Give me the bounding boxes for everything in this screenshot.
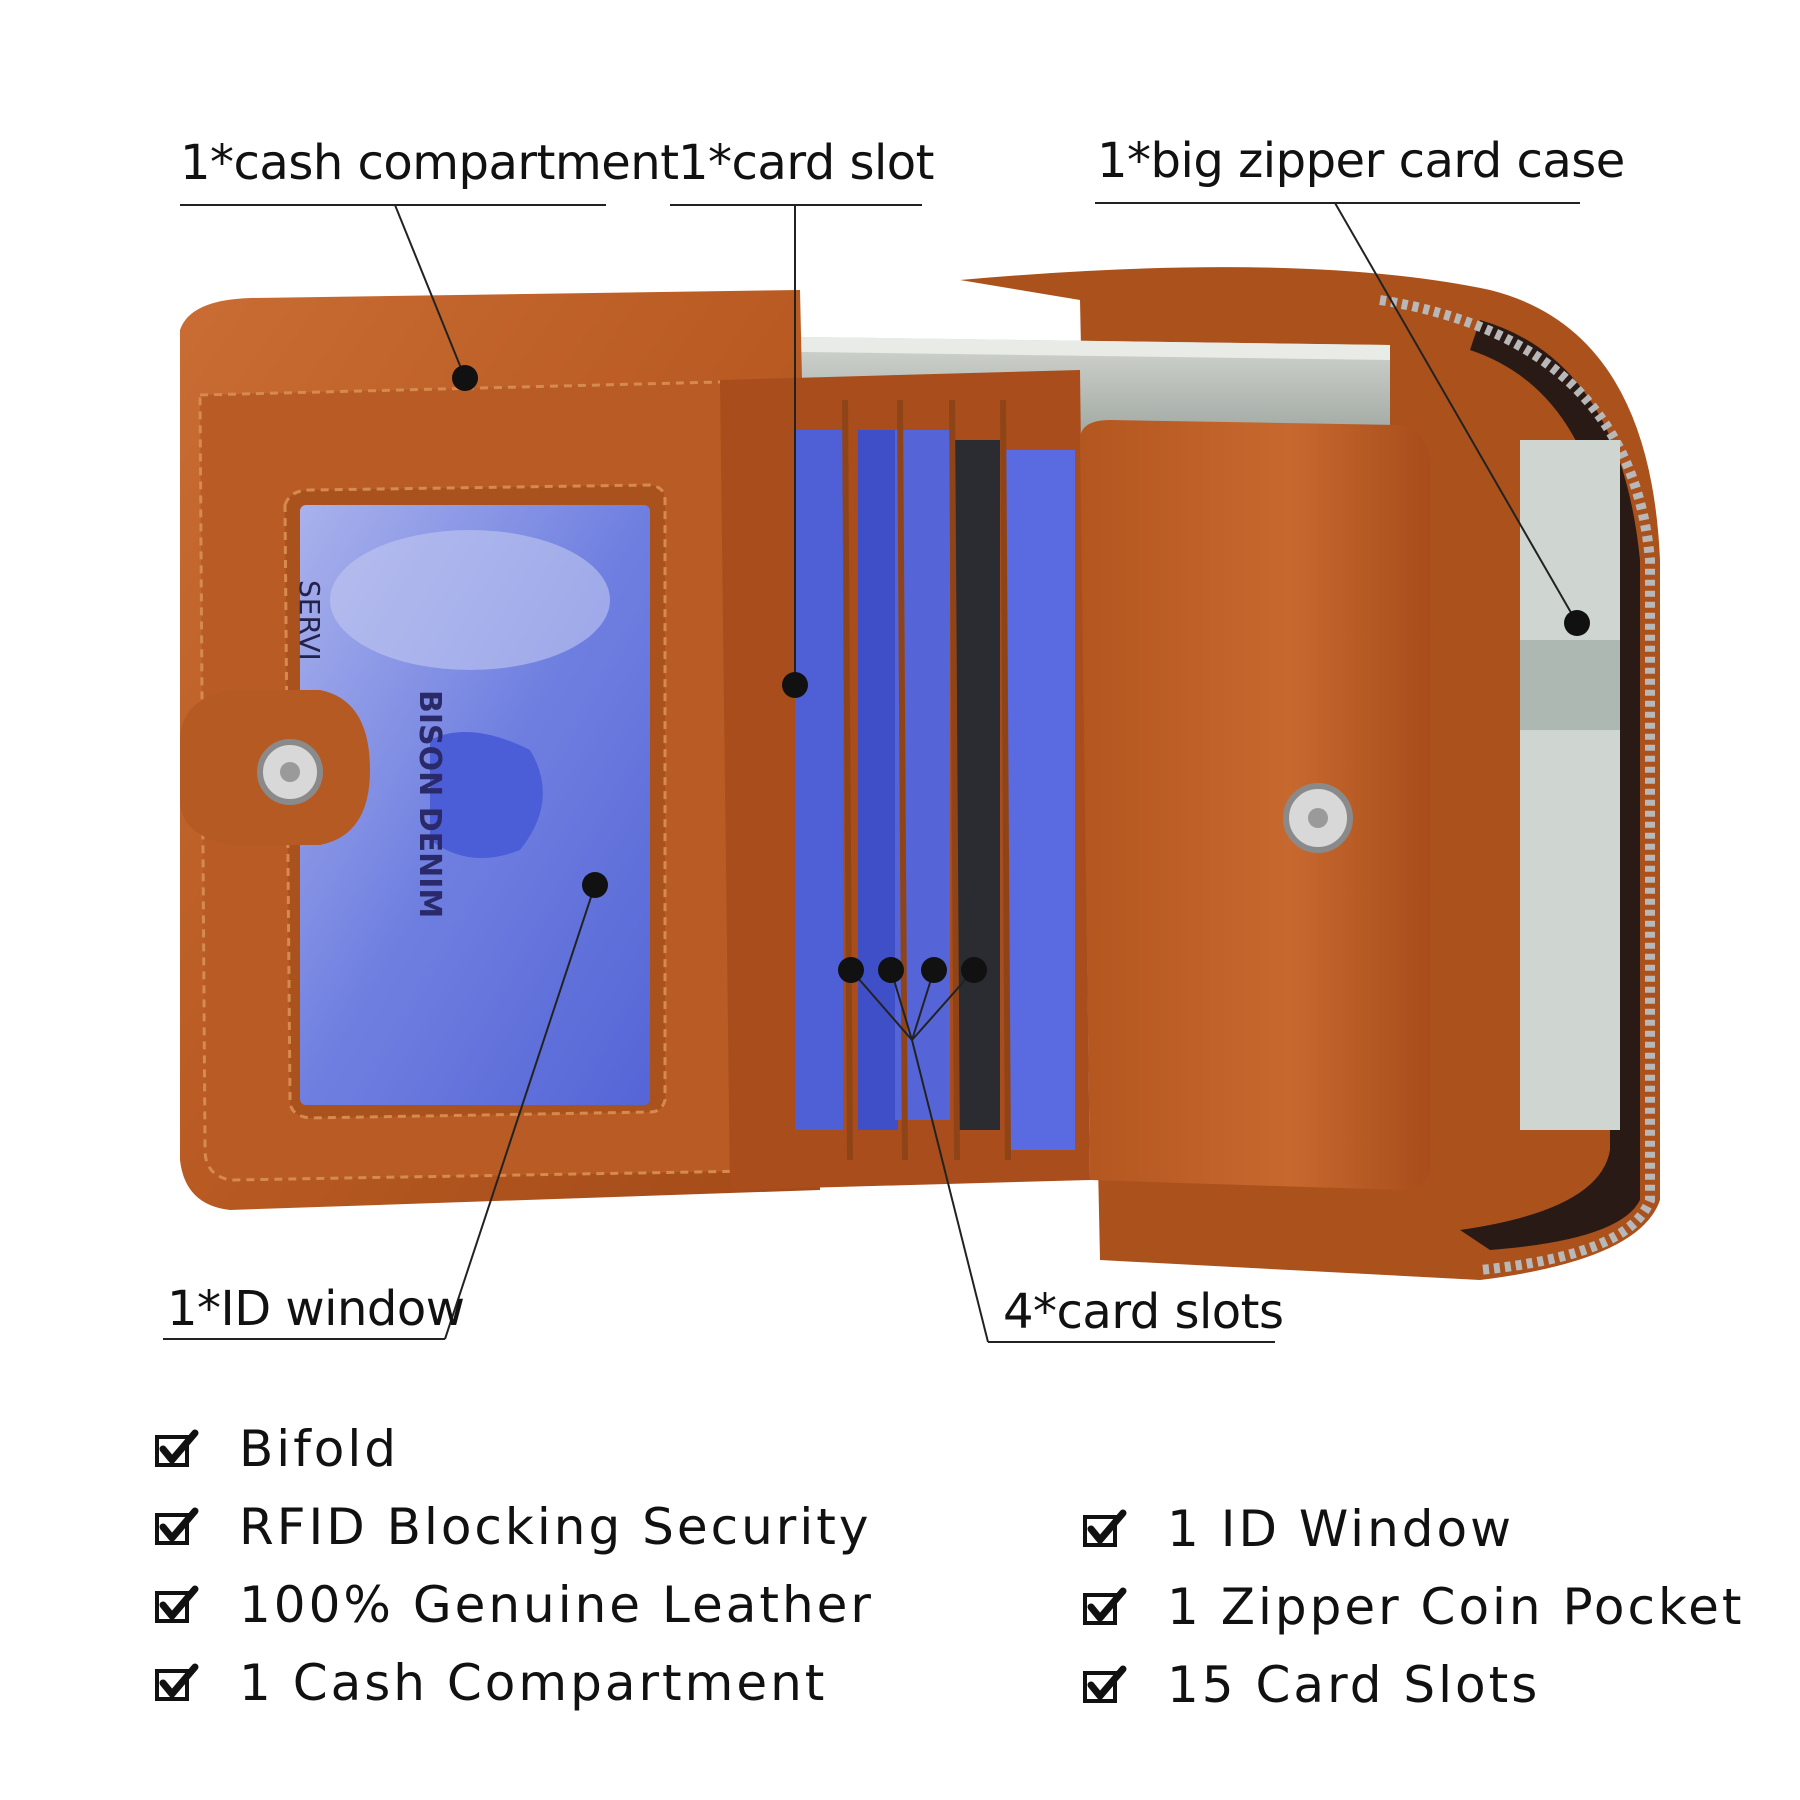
feature-item: 100% Genuine Leather: [155, 1576, 874, 1634]
feature-label: RFID Blocking Security: [239, 1498, 872, 1556]
id-card-brand: BISON DENIM: [412, 690, 447, 918]
id-card-logo: [430, 732, 543, 858]
dot-card-slots-1: [838, 957, 864, 983]
callout-dots: [452, 365, 1590, 983]
feature-label: 1 ID Window: [1167, 1500, 1514, 1558]
feature-item: 1 Zipper Coin Pocket: [1083, 1578, 1745, 1636]
feature-label: Bifold: [239, 1420, 400, 1478]
dot-zipper: [1564, 610, 1590, 636]
callout-zipper-card-case: 1*big zipper card case: [1097, 133, 1625, 189]
callout-card-slots: 4*card slots: [1003, 1284, 1284, 1340]
feature-label: 15 Card Slots: [1167, 1656, 1541, 1714]
id-card-edge-text: SERVI: [293, 580, 326, 661]
callout-leaders: [163, 202, 1580, 1343]
dot-card-slots-3: [921, 957, 947, 983]
checkbox-check-icon: [1083, 1509, 1127, 1549]
checkbox-check-icon: [1083, 1587, 1127, 1627]
checkbox-check-icon: [155, 1663, 199, 1703]
left-panel: [180, 290, 820, 1210]
dot-id-window: [582, 872, 608, 898]
feature-item: RFID Blocking Security: [155, 1498, 871, 1556]
card-black: [955, 440, 1000, 1130]
callout-card-slot: 1*card slot: [678, 135, 935, 191]
feature-item: 15 Card Slots: [1083, 1656, 1540, 1714]
card-blue-2: [858, 430, 898, 1130]
card-blue-1: [795, 430, 843, 1130]
callout-cash-compartment: 1*cash compartment: [180, 135, 679, 191]
feature-item: 1 Cash Compartment: [155, 1654, 827, 1712]
feature-label: 1 Cash Compartment: [239, 1654, 828, 1712]
checkbox-check-icon: [155, 1429, 199, 1469]
dot-cash: [452, 365, 478, 391]
dot-card-slots-4: [961, 957, 987, 983]
right-flap: [1080, 420, 1430, 1190]
callout-id-window: 1*ID window: [167, 1281, 465, 1337]
feature-label: 1 Zipper Coin Pocket: [1167, 1578, 1745, 1636]
card-blue-4: [1005, 450, 1075, 1150]
checkbox-check-icon: [155, 1585, 199, 1625]
dot-card-slot: [782, 672, 808, 698]
feature-label: 100% Genuine Leather: [239, 1576, 874, 1634]
zipper-teeth: [1379, 295, 1655, 1275]
card-slot-column: [720, 370, 1090, 1190]
checkbox-check-icon: [155, 1507, 199, 1547]
dot-card-slots-2: [878, 957, 904, 983]
feature-item: Bifold: [155, 1420, 399, 1478]
feature-item: 1 ID Window: [1083, 1500, 1514, 1558]
checkbox-check-icon: [1083, 1665, 1127, 1705]
zipper-pocket-card: [1520, 440, 1620, 1130]
